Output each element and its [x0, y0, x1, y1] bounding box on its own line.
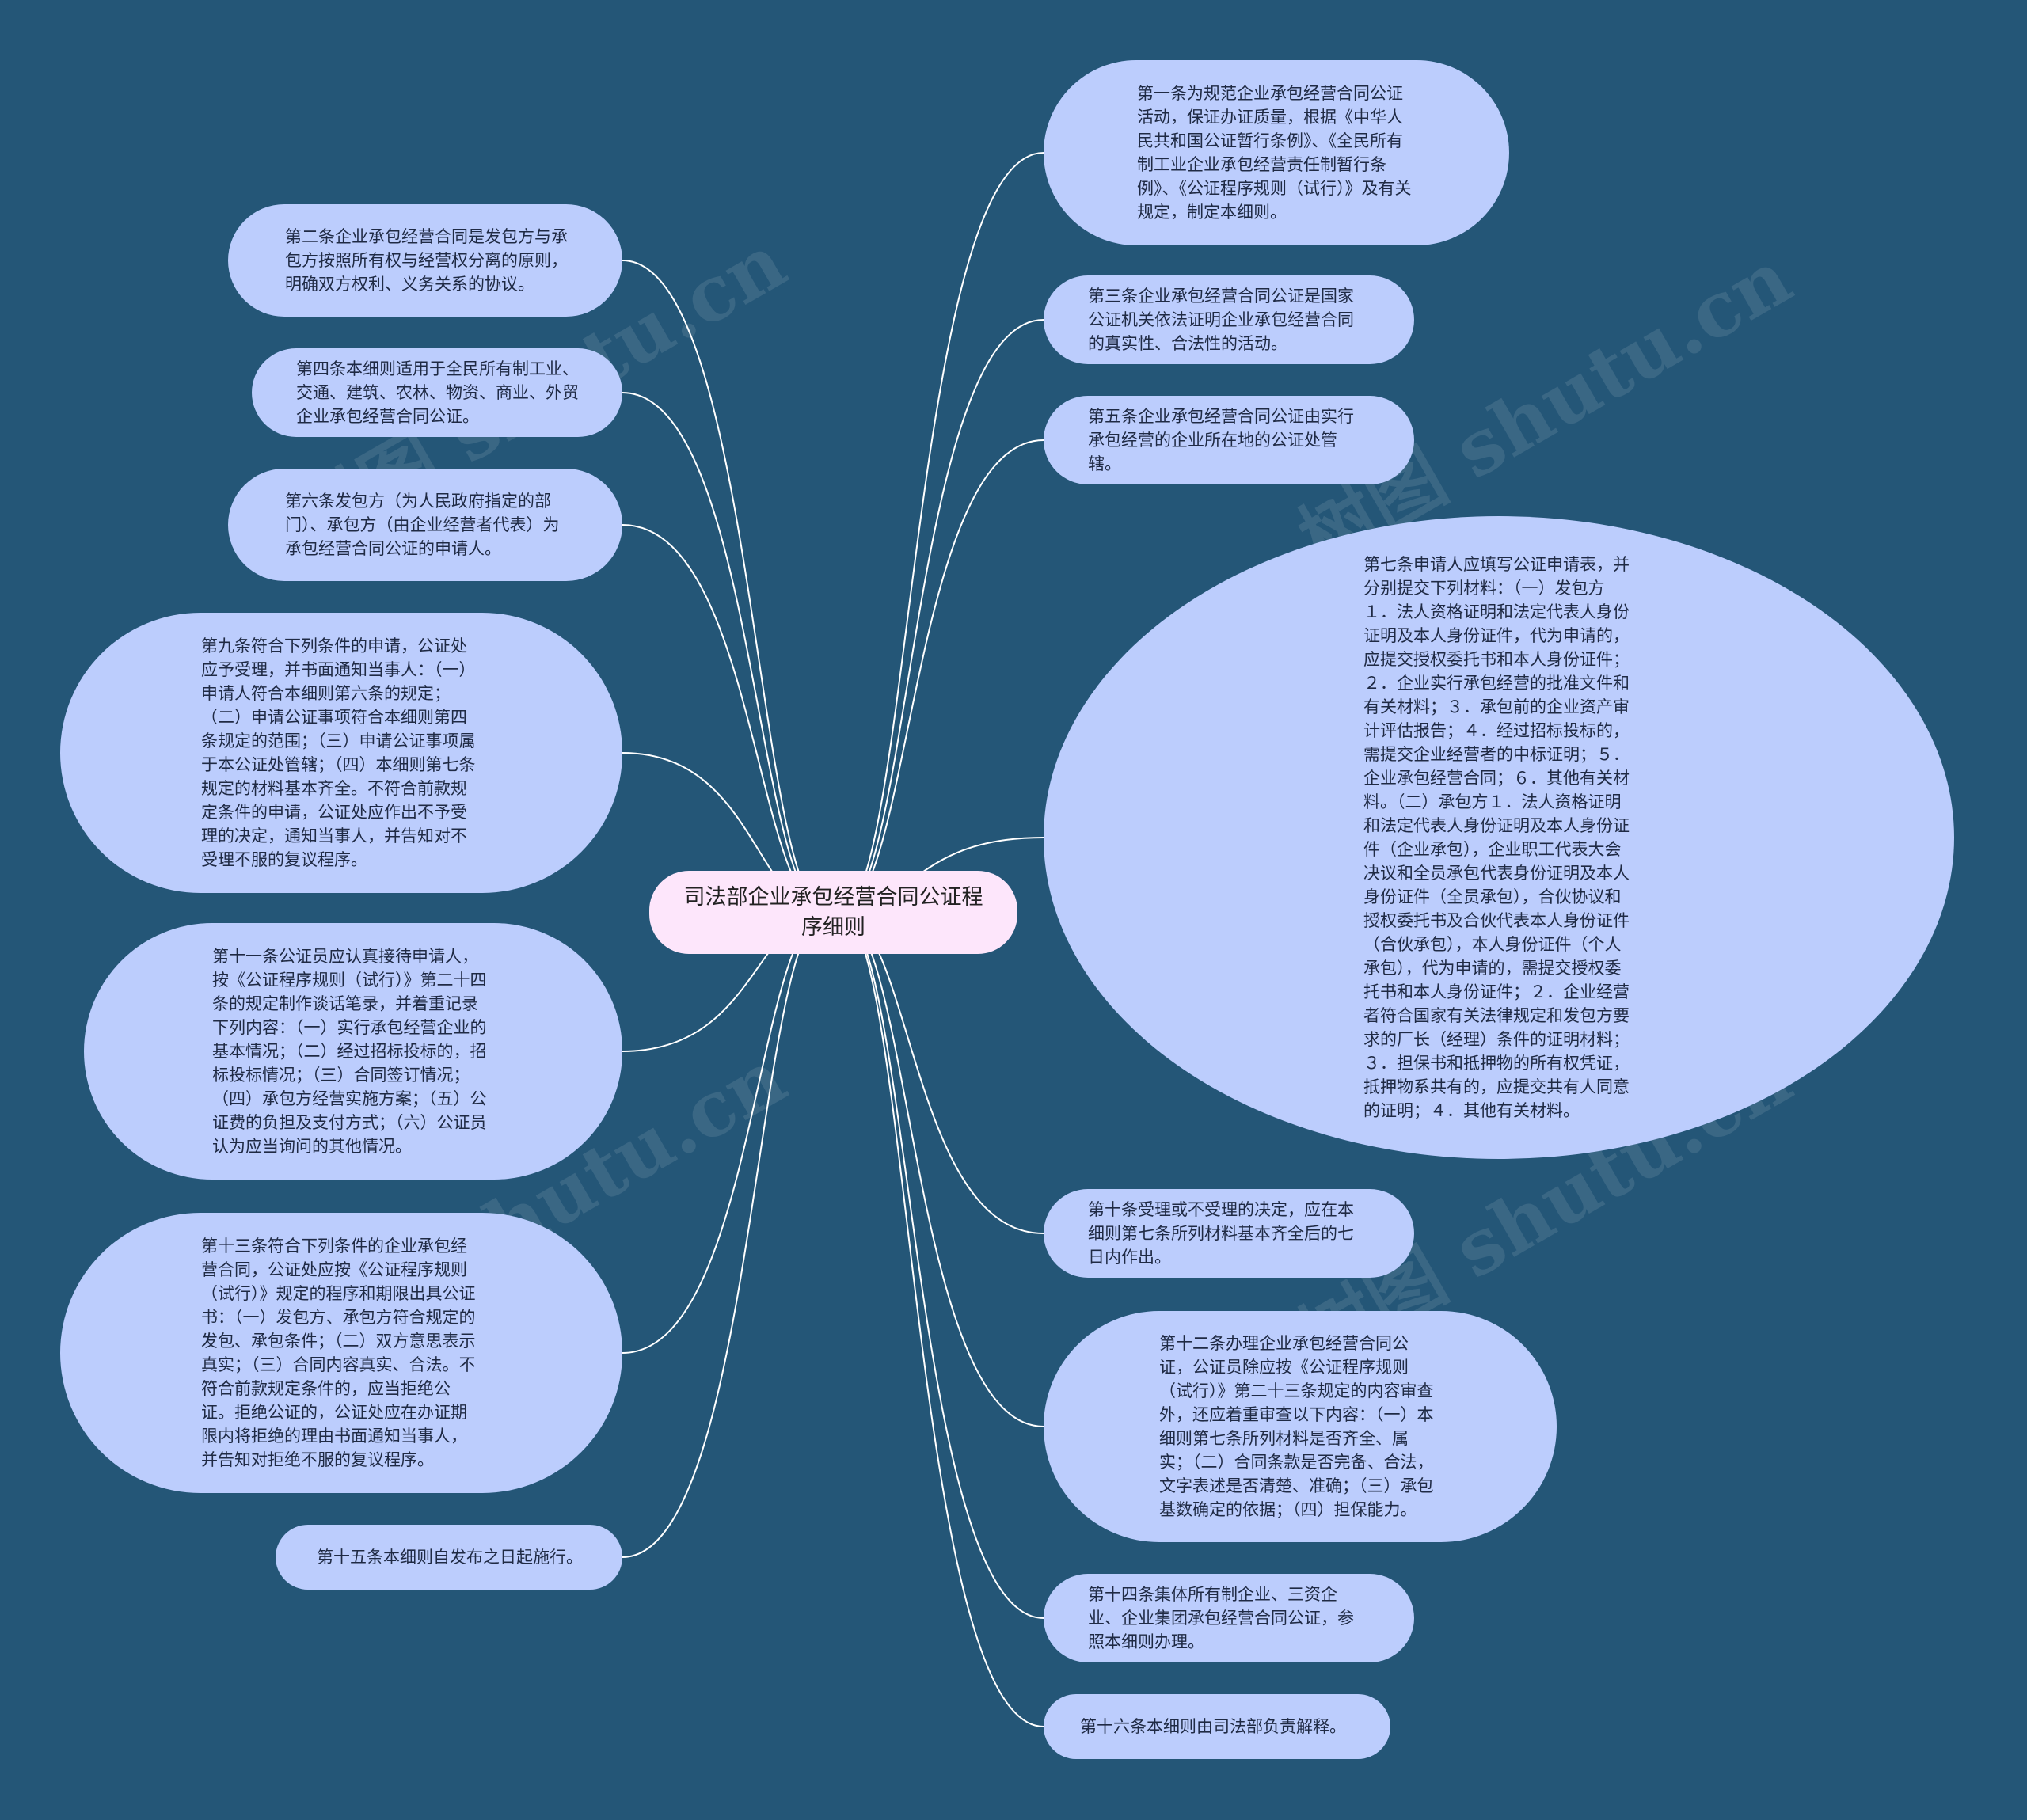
node-article-2-text: 第二条企业承包经营合同是发包方与承包方按照所有权与经营权分离的原则，明确双方权利… — [285, 227, 568, 294]
node-article-14-text: 第十四条集体所有制企业、三资企业、企业集团承包经营合同公证，参照本细则办理。 — [1088, 1585, 1354, 1651]
connector-n3 — [839, 319, 1044, 914]
node-article-12[interactable]: 第十二条办理企业承包经营合同公证，公证员除应按《公证程序规则（试行）》第二十三条… — [1044, 1311, 1557, 1542]
node-article-3[interactable]: 第三条企业承包经营合同公证是国家公证机关依法证明企业承包经营合同的真实性、合法性… — [1044, 275, 1414, 364]
node-article-14[interactable]: 第十四条集体所有制企业、三资企业、企业集团承包经营合同公证，参照本细则办理。 — [1044, 1574, 1414, 1662]
node-article-2[interactable]: 第二条企业承包经营合同是发包方与承包方按照所有权与经营权分离的原则，明确双方权利… — [228, 204, 622, 317]
connector-n12 — [839, 911, 1044, 1427]
node-article-12-text: 第十二条办理企业承包经营合同公证，公证员除应按《公证程序规则（试行）》第二十三条… — [1159, 1334, 1434, 1519]
node-article-7[interactable]: 第七条申请人应填写公证申请表，并分别提交下列材料：（一）发包方１．法人资格证明和… — [1044, 516, 1954, 1159]
node-article-5[interactable]: 第五条企业承包经营合同公证由实行承包经营的企业所在地的公证处管辖。 — [1044, 396, 1414, 484]
node-article-6[interactable]: 第六条发包方（为人民政府指定的部门）、承包方（由企业经营者代表）为承包经营合同公… — [228, 469, 622, 581]
connector-n16 — [839, 911, 1044, 1727]
connector-n2 — [622, 260, 827, 914]
node-article-11[interactable]: 第十一条公证员应认真接待申请人，按《公证程序规则（试行）》第二十四条的规定制作谈… — [84, 923, 622, 1180]
node-article-15-text: 第十五条本细则自发布之日起施行。 — [317, 1548, 583, 1567]
node-article-1[interactable]: 第一条为规范企业承包经营合同公证活动，保证办证质量，根据《中华人民共和国公证暂行… — [1044, 60, 1509, 245]
node-article-11-text: 第十一条公证员应认真接待申请人，按《公证程序规则（试行）》第二十四条的规定制作谈… — [212, 947, 487, 1156]
central-topic[interactable]: 司法部企业承包经营合同公证程序细则 — [649, 871, 1017, 954]
node-article-9[interactable]: 第九条符合下列条件的申请，公证处应予受理，并书面通知当事人：（一）申请人符合本细… — [60, 613, 622, 893]
node-article-1-text: 第一条为规范企业承包经营合同公证活动，保证办证质量，根据《中华人民共和国公证暂行… — [1137, 84, 1412, 222]
connector-n6 — [622, 524, 827, 914]
node-article-10-text: 第十条受理或不受理的决定，应在本细则第七条所列材料基本齐全后的七日内作出。 — [1088, 1200, 1354, 1267]
node-article-5-text: 第五条企业承包经营合同公证由实行承包经营的企业所在地的公证处管辖。 — [1088, 407, 1354, 473]
node-article-16[interactable]: 第十六条本细则由司法部负责解释。 — [1044, 1694, 1390, 1759]
node-article-10[interactable]: 第十条受理或不受理的决定，应在本细则第七条所列材料基本齐全后的七日内作出。 — [1044, 1189, 1414, 1278]
node-article-3-text: 第三条企业承包经营合同公证是国家公证机关依法证明企业承包经营合同的真实性、合法性… — [1088, 287, 1354, 353]
node-article-16-text: 第十六条本细则由司法部负责解释。 — [1080, 1717, 1346, 1736]
connector-n14 — [839, 911, 1044, 1619]
connector-n5 — [839, 439, 1044, 914]
central-topic-label: 司法部企业承包经营合同公证程序细则 — [683, 884, 983, 940]
connector-n13 — [622, 911, 827, 1354]
node-article-7-text: 第七条申请人应填写公证申请表，并分别提交下列材料：（一）发包方１．法人资格证明和… — [1363, 555, 1630, 1120]
node-article-4[interactable]: 第四条本细则适用于全民所有制工业、交通、建筑、农林、物资、商业、外贸企业承包经营… — [252, 348, 622, 437]
node-article-15[interactable]: 第十五条本细则自发布之日起施行。 — [276, 1525, 622, 1590]
node-article-4-text: 第四条本细则适用于全民所有制工业、交通、建筑、农林、物资、商业、外贸企业承包经营… — [296, 359, 579, 426]
node-article-6-text: 第六条发包方（为人民政府指定的部门）、承包方（由企业经营者代表）为承包经营合同公… — [285, 492, 560, 558]
node-article-13-text: 第十三条符合下列条件的企业承包经营合同，公证处应按《公证程序规则（试行）》规定的… — [201, 1237, 476, 1469]
connector-n1 — [839, 152, 1044, 914]
connector-n10 — [839, 911, 1044, 1234]
node-article-9-text: 第九条符合下列条件的申请，公证处应予受理，并书面通知当事人：（一）申请人符合本细… — [201, 636, 476, 869]
connector-n4 — [622, 392, 827, 914]
node-article-13[interactable]: 第十三条符合下列条件的企业承包经营合同，公证处应按《公证程序规则（试行）》规定的… — [60, 1213, 622, 1493]
